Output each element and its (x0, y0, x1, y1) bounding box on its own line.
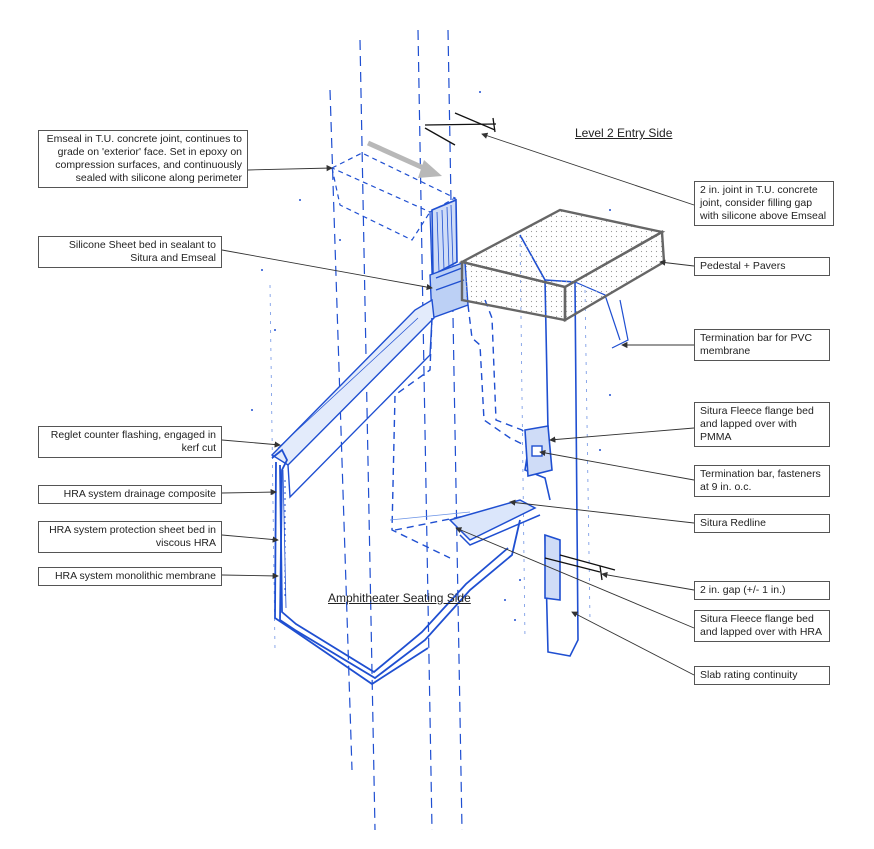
hra-wall (271, 448, 521, 686)
callout-termination-pvc: Termination bar for PVC membrane (694, 329, 830, 361)
gap-markers (424, 112, 616, 581)
callout-termination-bar: Termination bar, fasteners at 9 in. o.c. (694, 465, 830, 497)
callout-redline: Situra Redline (694, 514, 830, 533)
faint-guides (269, 234, 591, 651)
callout-slab: Slab rating continuity (694, 666, 830, 685)
callout-drainage: HRA system drainage composite (38, 485, 222, 504)
callout-emseal: Emseal in T.U. concrete joint, continues… (38, 130, 248, 188)
amphitheater-label: Amphitheater Seating Side (328, 591, 471, 605)
callout-silicone-sheet: Silicone Sheet bed in sealant to Situra … (38, 236, 222, 268)
pavers-slab (458, 208, 666, 323)
callout-reglet: Reglet counter flashing, engaged in kerf… (38, 426, 222, 458)
level2-entry-label: Level 2 Entry Side (575, 126, 673, 140)
callout-joint-2in: 2 in. joint in T.U. concrete joint, cons… (694, 181, 834, 226)
callout-fleece-hra: Situra Fleece flange bed and lapped over… (694, 610, 830, 642)
reglet-flashing (270, 298, 435, 499)
leader-lines (221, 132, 695, 676)
callout-gap-2in: 2 in. gap (+/- 1 in.) (694, 581, 830, 600)
movement-arrow (366, 140, 442, 178)
callout-protection: HRA system protection sheet bed in visco… (38, 521, 222, 553)
callout-fleece-pmma: Situra Fleece flange bed and lapped over… (694, 402, 830, 447)
sketch-specks (251, 91, 611, 621)
callout-pedestal: Pedestal + Pavers (694, 257, 830, 276)
guide-lines (329, 29, 463, 831)
callout-monolithic: HRA system monolithic membrane (38, 567, 222, 586)
redline-trough (389, 499, 541, 546)
emseal-block (330, 152, 458, 277)
